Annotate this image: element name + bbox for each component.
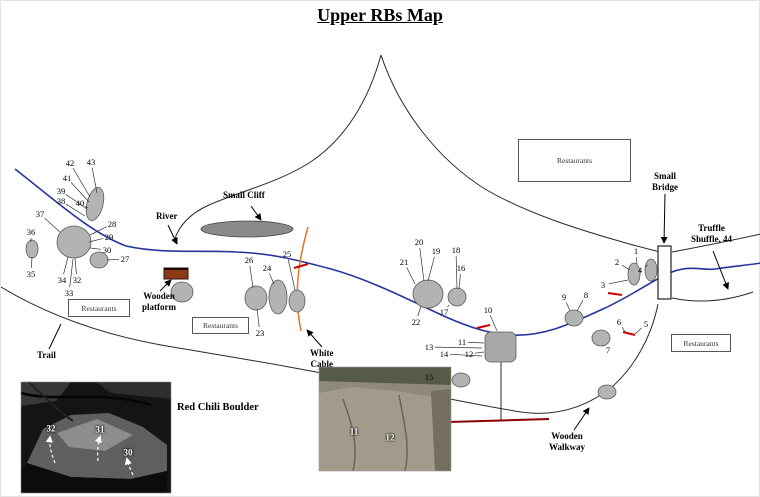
leader-line-18 — [455, 255, 458, 290]
boulder-platform — [170, 281, 194, 303]
leader-line-38 — [65, 203, 86, 217]
leader-line-25 — [287, 259, 296, 291]
red-mark-25 — [293, 263, 309, 269]
leader-line-35 — [31, 256, 33, 269]
route-arrow-32 — [45, 435, 56, 464]
small-cliff-shape — [200, 220, 294, 238]
boulder-block-10-12 — [484, 331, 517, 363]
small-bridge-shape — [657, 245, 672, 300]
arrow-river — [167, 224, 178, 245]
boulder-23 — [244, 285, 268, 311]
river-line — [14, 168, 760, 336]
leader-line-22 — [417, 305, 422, 317]
boulder-15 — [451, 372, 471, 388]
leader-line-5 — [634, 327, 642, 335]
leader-line-8 — [576, 300, 584, 312]
leader-line-2 — [621, 264, 631, 271]
trail-right-of-bridge-bottom — [671, 291, 754, 302]
leader-line-20 — [419, 247, 425, 282]
boulder-35-36 — [25, 239, 39, 259]
walkway-red-line — [448, 418, 550, 423]
boulder-27 — [89, 251, 109, 269]
leader-line-9 — [566, 302, 571, 312]
route-arrow-30 — [124, 457, 134, 476]
boulder-20-22 — [412, 279, 444, 309]
trail-right-of-bridge-top — [671, 233, 760, 253]
leader-line-40 — [84, 205, 89, 209]
leader-line-10 — [490, 315, 498, 332]
boulder-1-2 — [627, 262, 641, 286]
leader-line-29 — [88, 238, 104, 243]
arrow-wooden-platform — [159, 279, 172, 292]
leader-line-19 — [427, 256, 435, 282]
red-mark-10 — [476, 324, 491, 329]
red-mark-6 — [622, 331, 636, 336]
boulder-16-18 — [447, 287, 467, 307]
leader-line-11 — [467, 341, 485, 344]
leader-line-33 — [69, 258, 74, 288]
boulder-24 — [268, 279, 288, 315]
route-arrow-31 — [94, 435, 102, 462]
boulder-4 — [644, 258, 658, 282]
leader-line-24 — [269, 273, 275, 285]
leader-line-23 — [256, 308, 260, 328]
boulder-8-9 — [564, 309, 584, 327]
trail-upper-left — [173, 54, 382, 242]
arrow-small-cliff — [250, 205, 262, 221]
white-cable-line — [296, 226, 309, 332]
leader-lines — [30, 167, 649, 380]
leader-line-39 — [65, 194, 88, 210]
boulder-25 — [288, 289, 306, 313]
arrow-truffle-shuffle — [712, 250, 730, 290]
red-chili-photo — [20, 381, 172, 494]
leader-line-37 — [44, 217, 61, 233]
leader-line-41 — [70, 182, 90, 203]
boulder-left-tall — [85, 186, 105, 222]
boulder-walkway — [597, 384, 617, 400]
leader-line-42 — [72, 167, 91, 198]
leader-line-32 — [74, 257, 77, 275]
arrow-white-cable — [306, 329, 323, 348]
arrow-wooden-walkway — [573, 407, 590, 431]
leader-line-6 — [621, 326, 626, 333]
leader-line-27 — [106, 258, 120, 261]
leader-line-26 — [249, 265, 254, 289]
arrow-small-bridge — [660, 193, 668, 244]
leader-line-34 — [63, 256, 69, 275]
leader-line-28 — [89, 226, 107, 236]
leader-line-30 — [89, 247, 102, 250]
boulder-7 — [591, 329, 611, 347]
trail-paths — [1, 54, 760, 421]
leader-line-3 — [608, 279, 629, 285]
photo-route-arrows — [45, 435, 134, 476]
leader-line-4 — [644, 264, 649, 268]
leader-line-1 — [636, 256, 638, 265]
leader-line-13 — [434, 346, 483, 349]
boulders — [25, 186, 658, 400]
routes-11-12-photo — [318, 366, 452, 472]
leader-line-16 — [458, 273, 461, 290]
wooden-platform-shape — [163, 267, 189, 280]
leader-line-17 — [447, 304, 450, 308]
leader-line-21 — [406, 267, 416, 285]
page-title: Upper RBs Map — [317, 5, 443, 25]
leader-line-12 — [474, 351, 485, 354]
red-mark-3 — [607, 292, 623, 296]
boulder-left-main — [56, 225, 92, 259]
leader-line-7 — [602, 344, 605, 347]
trail-upper-right — [380, 54, 661, 253]
line-trail-label — [48, 323, 62, 350]
leader-line-14 — [449, 353, 483, 357]
label-arrows — [48, 193, 730, 431]
leader-line-43 — [91, 167, 98, 194]
red-marks — [293, 263, 636, 336]
